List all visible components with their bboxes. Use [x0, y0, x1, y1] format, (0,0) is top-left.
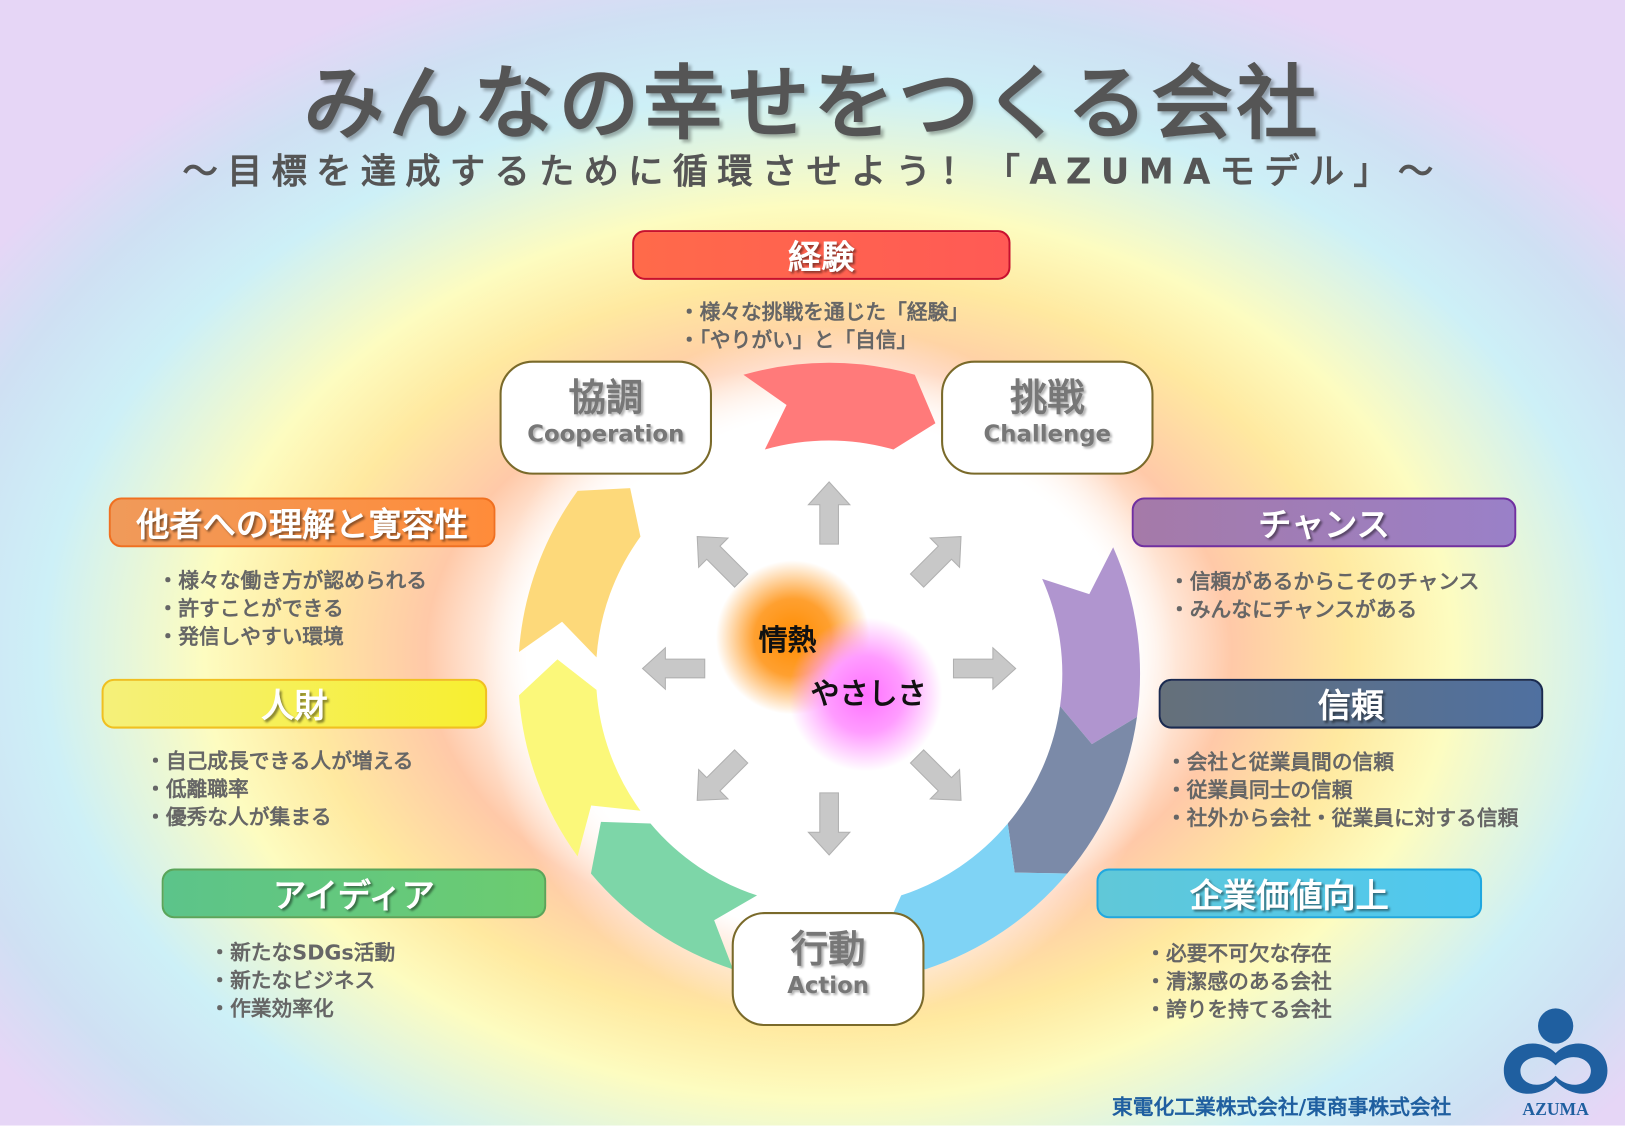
bullet: ・「やりがい」と「自信」 — [678, 327, 918, 353]
action-box-action: 行動 Action — [731, 912, 925, 1027]
logo-mark — [1503, 1043, 1608, 1094]
bullet: ・作業効率化 — [209, 995, 334, 1021]
bullet: ・優秀な人が集まる — [145, 804, 332, 830]
bullets-keiken: ・様々な挑戦を通じた「経験」 ・「やりがい」と「自信」 — [679, 298, 969, 354]
bullet: ・様々な働き方が認められる — [157, 567, 427, 593]
bullet: ・誇りを持てる会社 — [1145, 997, 1332, 1022]
arrow-icon — [696, 749, 749, 801]
label-keiken: 経験 — [632, 230, 1011, 280]
action-en: Challenge — [983, 421, 1112, 448]
center-passion: 情熱 — [758, 622, 817, 658]
bullet: ・新たなビジネス — [209, 967, 376, 993]
bullet: ・発信しやすい環境 — [157, 623, 344, 649]
arrow-icon — [696, 536, 749, 588]
label-chance: チャンス — [1131, 497, 1517, 548]
center-kindness: やさしさ — [810, 676, 927, 711]
page-title: みんなの幸せをつくる会社 — [303, 58, 1322, 152]
arrow-icon — [807, 481, 852, 545]
label-idea: アイディア — [161, 868, 547, 919]
arrow-icon — [807, 792, 852, 856]
bullet: ・許すことができる — [157, 595, 344, 621]
bullet: ・新たなSDGs活動 — [209, 940, 396, 965]
bullet: ・信頼があるからこそのチャンス — [1169, 568, 1480, 594]
wheel-segment-green — [590, 821, 758, 970]
arrow-icon — [909, 536, 962, 588]
wheel-segment-purple — [1042, 547, 1141, 745]
page-subtitle: 〜目標を達成するために循環させよう！「AZUMAモデル」〜 — [182, 151, 1443, 193]
label-shinrai: 信頼 — [1158, 678, 1544, 729]
action-box-cooperation: 協調 Cooperation — [499, 360, 713, 475]
wheel-segment-red — [743, 362, 936, 450]
bullet: ・自己成長できる人が増える — [145, 748, 414, 774]
wheel-segment-blue — [881, 823, 1068, 970]
wheel-segment-slate — [1007, 706, 1138, 874]
action-en: Cooperation — [527, 421, 685, 448]
bullet: ・清潔感のある会社 — [1145, 969, 1332, 994]
logo-text: AZUMA — [1522, 1099, 1589, 1119]
company-name: 東電化工業株式会社/東商事株式会社 — [1112, 1094, 1452, 1120]
label-tasha: 他者への理解と寛容性 — [108, 497, 496, 548]
action-en: Action — [787, 973, 869, 1000]
arrow-icon — [641, 646, 706, 691]
action-box-challenge: 挑戦 Challenge — [941, 360, 1154, 475]
azuma-logo: AZUMA — [1503, 1008, 1608, 1119]
bullet: ・会社と従業員間の信頼 — [1165, 749, 1394, 775]
action-jp: 協調 — [568, 377, 644, 420]
bullet: ・低離職率 — [145, 776, 249, 802]
bullet: ・みんなにチャンスがある — [1169, 596, 1418, 622]
bullets-jinzai: ・自己成長できる人が増える ・低離職率 ・優秀な人が集まる — [145, 747, 413, 831]
kindness-glow — [787, 616, 944, 773]
bullet: ・必要不可欠な存在 — [1145, 941, 1332, 966]
label-jinzai: 人財 — [101, 678, 488, 729]
bullet: ・従業員同士の信頼 — [1165, 777, 1353, 803]
logo-head — [1538, 1008, 1574, 1044]
action-jp: 挑戦 — [1009, 377, 1085, 420]
arrow-icon — [952, 646, 1017, 691]
action-jp: 行動 — [790, 928, 866, 972]
wheel-segment-yellow — [518, 659, 641, 857]
label-kigyo: 企業価値向上 — [1096, 868, 1483, 919]
arrow-icon — [909, 749, 962, 801]
bullets-tasha: ・様々な働き方が認められる ・許すことができる ・発信しやすい環境 — [158, 567, 427, 651]
bullet: ・様々な挑戦を通じた「経験」 — [678, 299, 970, 325]
bullets-chance: ・信頼があるからこそのチャンス ・みんなにチャンスがある — [1169, 568, 1479, 624]
bullets-kigyo: ・必要不可欠な存在 ・清潔感のある会社 ・誇りを持てる会社 — [1145, 940, 1332, 1024]
wheel-segment-orange — [518, 488, 641, 658]
bullets-idea: ・新たなSDGs活動 ・新たなビジネス ・作業効率化 — [209, 939, 395, 1023]
bullet: ・社外から会社・従業員に対する信頼 — [1165, 805, 1519, 831]
bullets-shinrai: ・会社と従業員間の信頼 ・従業員同士の信頼 ・社外から会社・従業員に対する信頼 — [1166, 748, 1518, 832]
